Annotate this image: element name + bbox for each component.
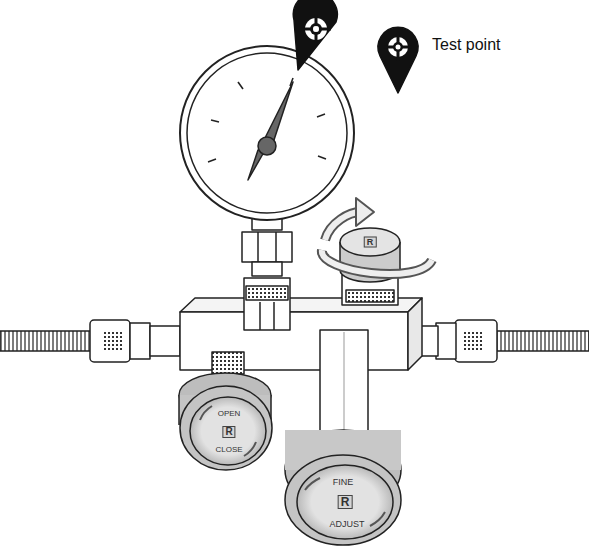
- legend-text: Test point: [432, 36, 500, 54]
- logo-mark: R: [364, 237, 377, 248]
- knob-label: FINE: [333, 478, 354, 487]
- knob-label: ADJUST: [329, 520, 364, 529]
- knob-label: CLOSE: [215, 446, 242, 454]
- logo-mark: R: [222, 426, 235, 438]
- knob-label: OPEN: [218, 410, 241, 418]
- logo-mark: R: [338, 495, 353, 509]
